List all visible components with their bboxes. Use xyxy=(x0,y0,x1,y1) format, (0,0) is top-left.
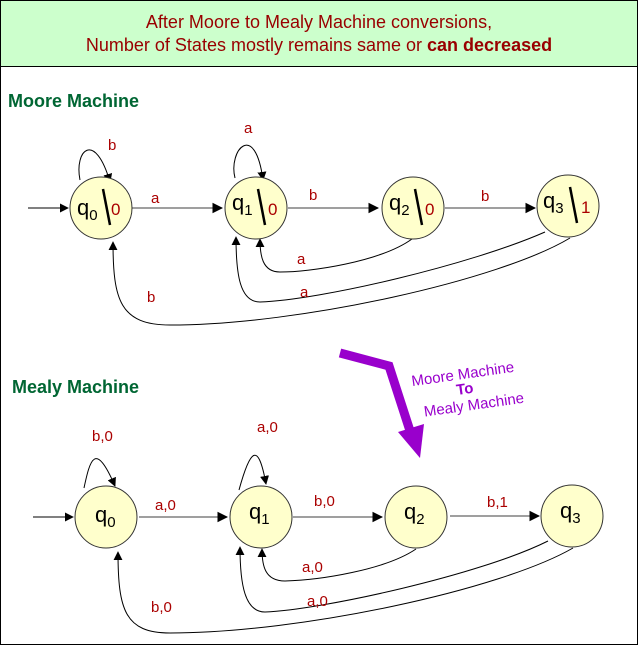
banner-line-2: Number of States mostly remains same or … xyxy=(1,34,637,57)
svg-text:q0: q0 xyxy=(77,195,98,224)
moore-state-q3: q3 1 xyxy=(536,174,600,238)
mealy-state-q3: q3 xyxy=(540,484,604,548)
moore-edge-q1-q1 xyxy=(233,144,267,181)
mealy-edge-label: a,0 xyxy=(302,559,323,576)
svg-text:q1: q1 xyxy=(232,190,253,219)
moore-output: 0 xyxy=(111,200,120,219)
moore-state-q1: q1 0 xyxy=(224,176,288,240)
svg-text:q2: q2 xyxy=(389,190,410,219)
moore-output: 0 xyxy=(268,200,277,219)
moore-edge-label: a xyxy=(300,284,309,301)
mealy-edge-label: b,0 xyxy=(92,428,113,445)
mealy-edge-label: b,0 xyxy=(314,493,335,510)
mealy-edge-label: a,0 xyxy=(257,419,278,436)
banner-line-2-prefix: Number of States mostly remains same or xyxy=(85,35,428,55)
banner-line-1: After Moore to Mealy Machine conversions… xyxy=(145,12,493,32)
mealy-edge-q2-q1 xyxy=(257,548,417,582)
svg-text:q1: q1 xyxy=(249,499,270,528)
moore-edge-q3-q1 xyxy=(231,231,546,303)
moore-edge-label: b xyxy=(481,188,489,205)
svg-text:q2: q2 xyxy=(404,499,425,528)
moore-output: 1 xyxy=(581,198,590,217)
conversion-line-2: To xyxy=(455,380,474,399)
moore-state-q0: q0 0 xyxy=(69,176,133,240)
svg-text:q3: q3 xyxy=(560,498,581,527)
svg-text:q3: q3 xyxy=(543,188,564,217)
banner-line-2-bold: can decreased xyxy=(427,35,553,55)
moore-edge-q3-q0 xyxy=(108,237,571,326)
moore-edge-q0-q0 xyxy=(78,149,113,183)
moore-edge-label: b xyxy=(147,289,155,306)
mealy-edge-label: b,1 xyxy=(487,494,508,511)
mealy-edge-label: a,0 xyxy=(155,497,176,514)
moore-edge-label: a xyxy=(151,190,160,207)
moore-state-q2: q2 0 xyxy=(381,176,445,240)
mealy-state-q1: q1 xyxy=(229,485,293,549)
mealy-state-q0: q0 xyxy=(74,485,138,549)
mealy-edge-q3-q0 xyxy=(113,547,574,634)
header-banner: After Moore to Mealy Machine conversions… xyxy=(1,1,637,67)
moore-edge-label: a xyxy=(244,120,253,137)
svg-text:q0: q0 xyxy=(95,502,116,531)
conversion-arrow xyxy=(338,348,424,458)
mealy-edge-q3-q1 xyxy=(235,540,549,613)
mealy-edge-q1-q1 xyxy=(238,455,269,491)
moore-title: Moore Machine xyxy=(8,91,139,111)
moore-edge-label: b xyxy=(309,187,317,204)
moore-edge-label: b xyxy=(108,137,116,154)
mealy-edge-label: b,0 xyxy=(151,599,172,616)
moore-output: 0 xyxy=(425,200,434,219)
mealy-edge-label: a,0 xyxy=(307,593,328,610)
mealy-title: Mealy Machine xyxy=(12,377,139,397)
mealy-edge-q0-q0 xyxy=(83,458,116,489)
mealy-state-q2: q2 xyxy=(384,485,448,549)
conversion-text: Moore Machine To Mealy Machine xyxy=(410,359,525,421)
moore-edge-label: a xyxy=(297,251,306,268)
moore-edge-q2-q1 xyxy=(255,238,413,273)
